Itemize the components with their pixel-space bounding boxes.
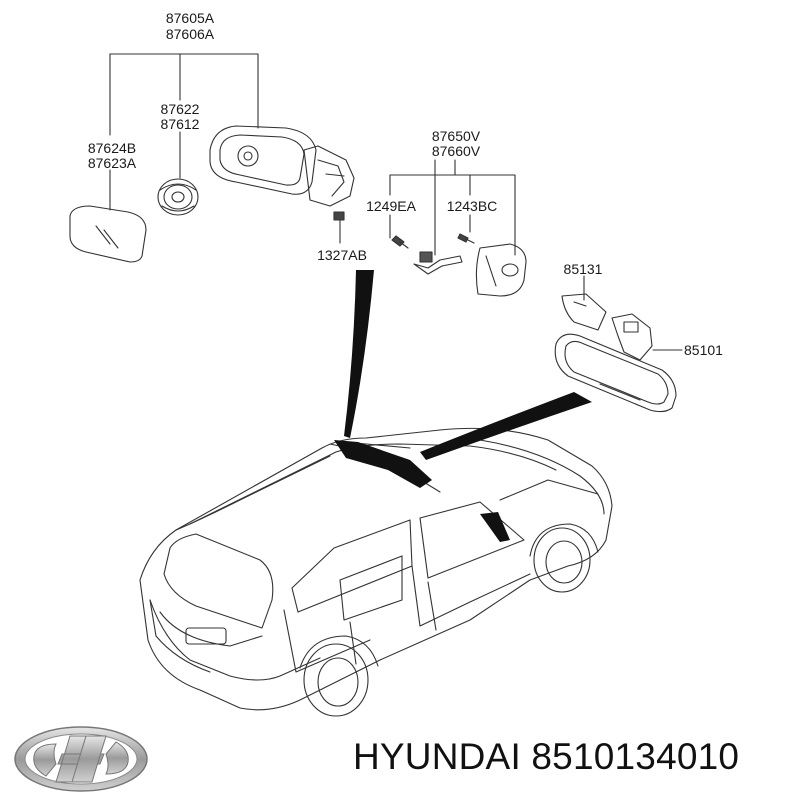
brand-name: HYUNDAI (353, 736, 521, 777)
callout-mirror-glass-1: 87624B (87, 140, 137, 156)
leader-lines-cover (389, 159, 683, 351)
callout-actuator-1: 87622 (160, 101, 200, 117)
hyundai-logo-icon (14, 726, 148, 792)
locator-pointers (334, 270, 592, 542)
callout-cover-85131: 85131 (563, 261, 603, 277)
mirror-actuator-part (157, 178, 199, 216)
inside-mirror-part (554, 313, 677, 413)
callout-actuator-2: 87612 (160, 116, 200, 132)
leader-lines-mirror (109, 53, 341, 244)
footer-caption: HYUNDAI 8510134010 (353, 735, 739, 779)
inside-cover-part (475, 243, 527, 297)
vehicle-illustration (139, 427, 613, 717)
callout-screw-right: 1243BC (446, 198, 498, 214)
callout-mirror-assy-2: 87606A (165, 26, 215, 42)
callout-mirror-glass-2: 87623A (87, 155, 137, 171)
callout-inside-mirror: 85101 (684, 342, 723, 358)
mirror-glass-part (69, 205, 147, 263)
part-number: 8510134010 (531, 736, 740, 777)
screw-parts (391, 233, 475, 275)
callout-screw-left: 1249EA (366, 198, 416, 214)
callout-bolt: 1327AB (317, 247, 367, 263)
callout-inside-cover-1: 87650V (431, 128, 481, 144)
cover-85131-part (561, 293, 607, 331)
bolt-part (333, 211, 345, 221)
callout-inside-cover-2: 87660V (431, 143, 481, 159)
callout-mirror-assy-1: 87605A (165, 10, 215, 26)
outside-mirror-part (209, 125, 355, 207)
